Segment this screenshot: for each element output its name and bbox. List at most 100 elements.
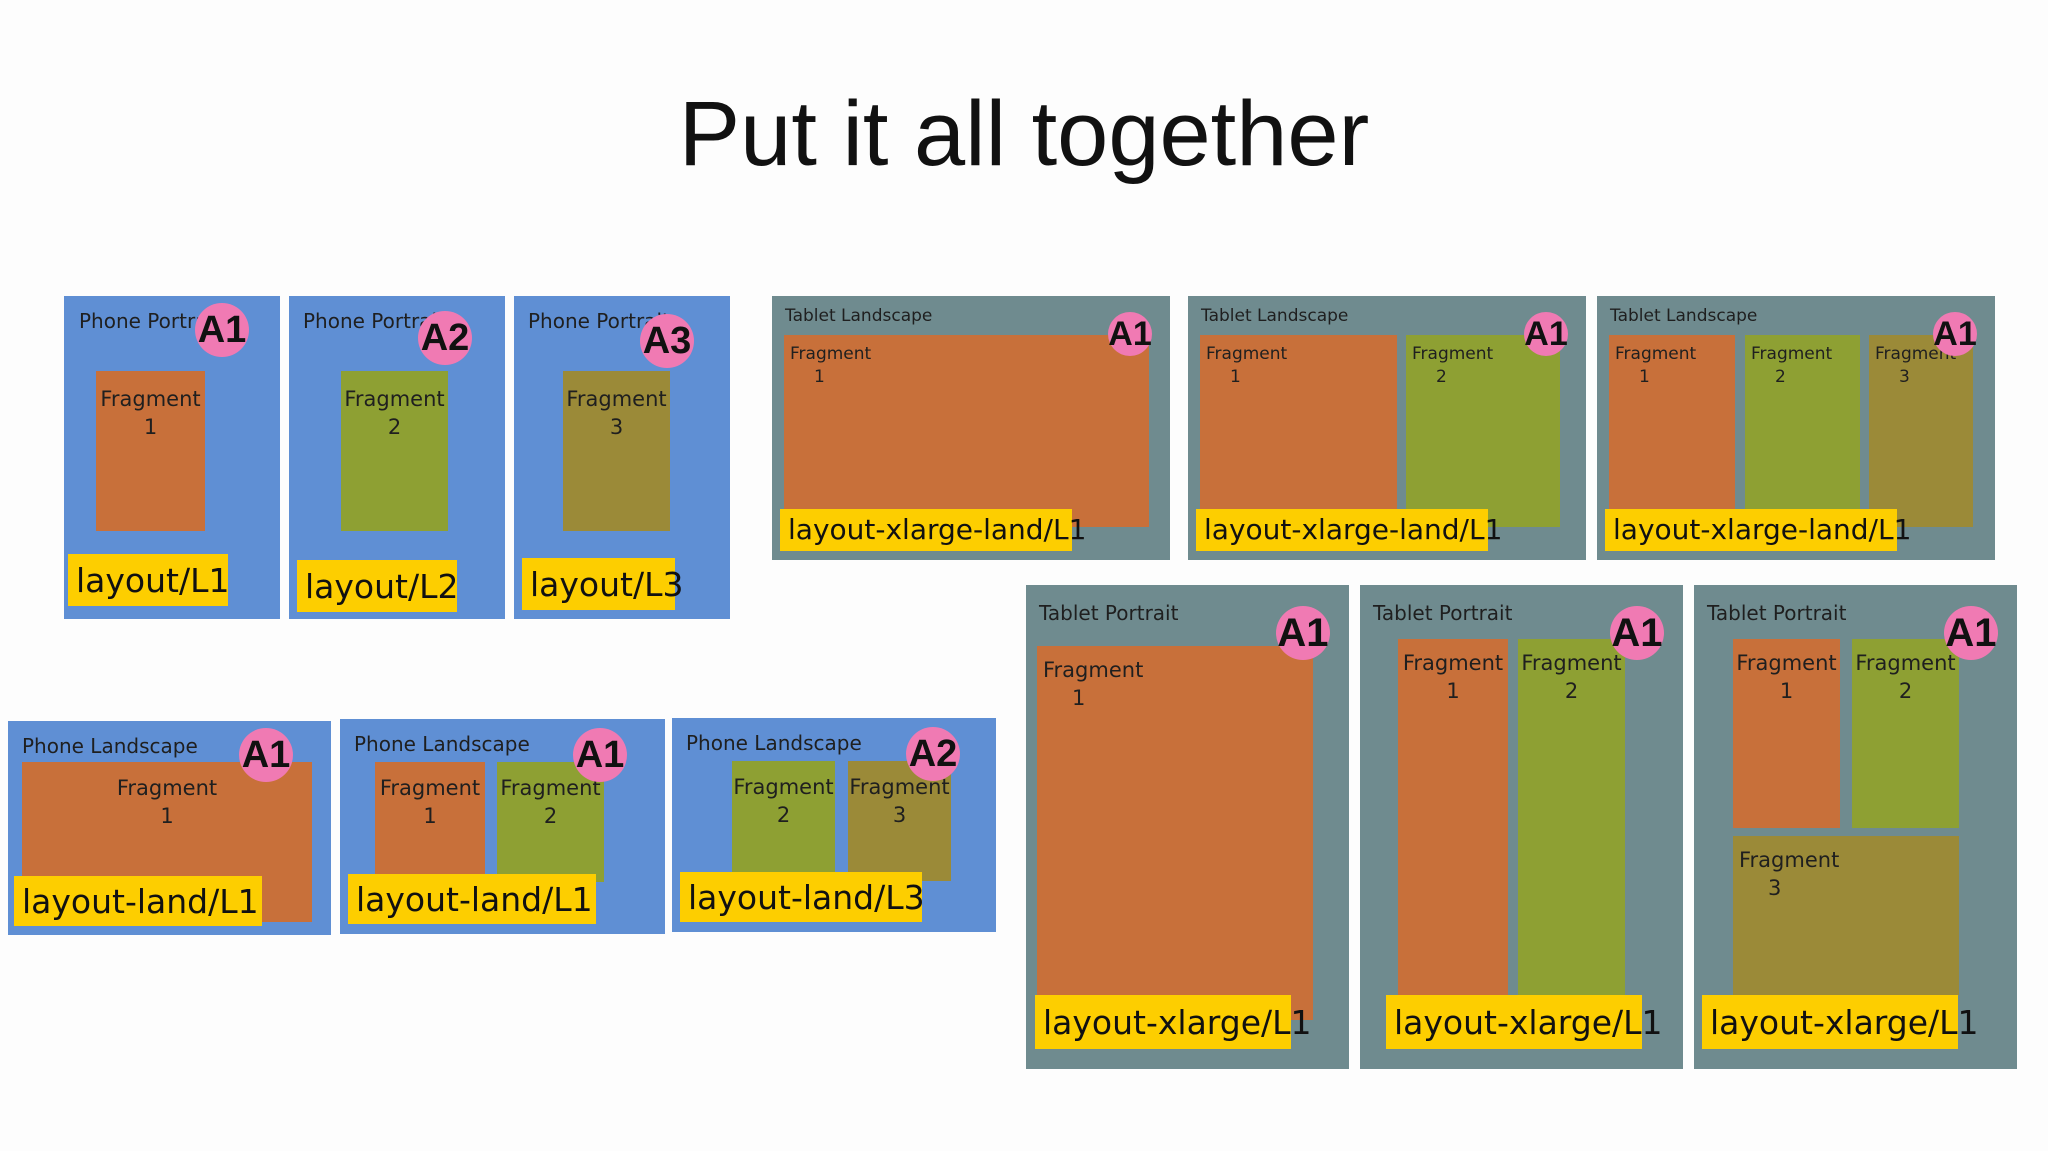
fragment-number: 3: [1768, 876, 1782, 901]
activity-badge: A1: [1944, 606, 1998, 660]
layout-resource-tag: layout/L1: [68, 554, 229, 606]
fragment-2: Fragment 2: [497, 762, 604, 882]
activity-badge: A1: [1933, 312, 1977, 356]
fragment-number: 1: [1779, 679, 1794, 704]
fragment-number: 1: [1639, 366, 1650, 387]
layout-resource-tag: layout-xlarge/L1: [1386, 995, 1663, 1049]
layout-resource-tag: layout-xlarge-land/L1: [1196, 509, 1502, 551]
fragment-number: 3: [1899, 366, 1910, 387]
device-label: Tablet Landscape: [785, 306, 933, 326]
activity-badge: A1: [239, 728, 293, 782]
fragment-number: 2: [543, 804, 558, 829]
layout-resource-tag: layout/L3: [522, 558, 683, 610]
activity-badge: A2: [418, 311, 472, 365]
device-label: Tablet Portrait: [1039, 601, 1179, 625]
fragment-number: 2: [1775, 366, 1786, 387]
fragment-number: 1: [143, 415, 158, 440]
fragment-number: 2: [1898, 679, 1913, 704]
fragment-label: Fragment: [1739, 848, 1840, 872]
fragment-number: 1: [1072, 686, 1086, 711]
activity-badge: A1: [195, 303, 249, 357]
fragment-label: Fragment: [1412, 344, 1494, 364]
fragment-label: Fragment: [790, 344, 872, 364]
fragment-3: Fragment 3: [1733, 836, 1959, 995]
fragment-label: Fragment: [379, 776, 481, 800]
fragment-2: Fragment 2: [732, 761, 835, 881]
fragment-1: Fragment 1: [375, 762, 485, 882]
fragment-2: Fragment 2: [1518, 639, 1625, 995]
slide-title: Put it all together: [678, 83, 1370, 185]
fragment-label: Fragment: [1043, 658, 1144, 682]
layout-resource-tag: layout-xlarge-land/L1: [1605, 509, 1911, 551]
layout-resource-tag: layout-xlarge/L1: [1702, 995, 1979, 1049]
fragment-label: Fragment: [1206, 344, 1288, 364]
fragment-1: Fragment 1: [1733, 639, 1840, 828]
activity-badge: A3: [640, 314, 694, 368]
device-label: Tablet Landscape: [1610, 306, 1758, 326]
activity-badge: A1: [1108, 312, 1152, 356]
fragment-number: 1: [1230, 366, 1241, 387]
device-label: Tablet Landscape: [1201, 306, 1349, 326]
fragment-1: Fragment 1: [96, 371, 205, 531]
device-label: Phone Landscape: [686, 731, 862, 755]
fragment-number: 1: [160, 804, 174, 829]
device-label: Phone Landscape: [22, 734, 198, 758]
fragment-label: Fragment: [566, 387, 667, 411]
fragment-2: Fragment 2: [1852, 639, 1959, 828]
fragment-label: Fragment: [1521, 651, 1622, 675]
fragment-number: 1: [423, 804, 437, 829]
layout-resource-tag: layout-land/L1: [14, 876, 262, 926]
fragment-label: Fragment: [500, 776, 601, 800]
fragment-1: Fragment 1: [1037, 646, 1313, 1020]
device-label: Tablet Portrait: [1707, 601, 1847, 625]
fragment-label: Fragment: [1751, 344, 1833, 364]
fragment-label: Fragment: [344, 387, 445, 411]
fragment-number: 3: [892, 803, 907, 828]
layout-resource-tag: layout-land/L1: [348, 874, 596, 924]
layout-resource-tag: layout-xlarge/L1: [1035, 995, 1312, 1049]
activity-badge: A1: [573, 728, 627, 782]
layout-resource-tag: layout/L2: [297, 560, 458, 612]
activity-badge: A1: [1276, 606, 1330, 660]
fragment-label: Fragment: [1615, 344, 1697, 364]
device-label: Phone Landscape: [354, 732, 530, 756]
fragment-1: Fragment 1: [1398, 639, 1508, 995]
fragment-label: Fragment: [1855, 651, 1956, 675]
fragment-label: Fragment: [100, 387, 201, 411]
fragment-label: Fragment: [1736, 651, 1837, 675]
fragment-number: 1: [1446, 679, 1460, 704]
fragment-label: Fragment: [116, 776, 218, 800]
fragment-2: Fragment 2: [341, 371, 448, 531]
fragment-label: Fragment: [1402, 651, 1504, 675]
fragment-number: 2: [1436, 366, 1447, 387]
activity-badge: A1: [1610, 606, 1664, 660]
device-label: Tablet Portrait: [1373, 601, 1513, 625]
fragment-3: Fragment 3: [563, 371, 670, 531]
fragment-number: 3: [609, 415, 624, 440]
layout-resource-tag: layout-xlarge-land/L1: [780, 509, 1086, 551]
fragment-number: 2: [387, 415, 402, 440]
activity-badge: A1: [1524, 312, 1568, 356]
fragment-number: 2: [776, 803, 791, 828]
activity-badge: A2: [906, 727, 960, 781]
fragment-number: 2: [1564, 679, 1579, 704]
fragment-label: Fragment: [733, 775, 834, 799]
layout-resource-tag: layout-land/L3: [680, 872, 925, 922]
